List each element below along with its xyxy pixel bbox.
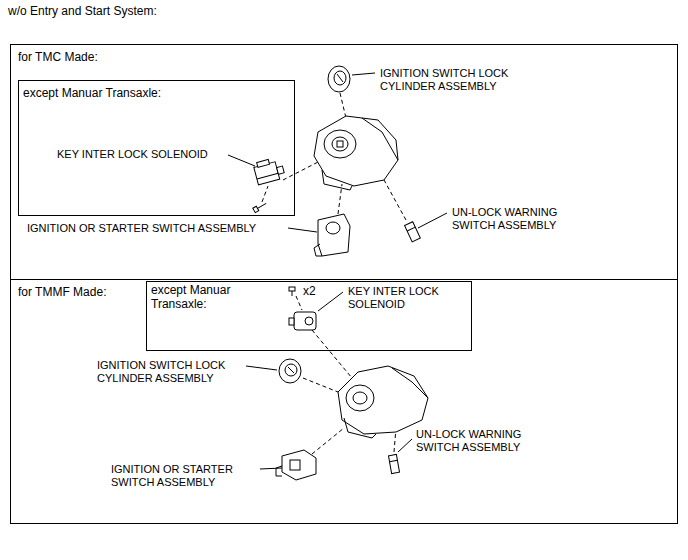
box-heading: except Manuar Transaxle: [23,86,161,100]
part-label: IGNITION OR STARTER SWITCH ASSEMBLY [111,463,256,489]
part-label: IGNITION SWITCH LOCK CYLINDER ASSEMBLY [97,359,247,385]
box-heading: for TMC Made: [18,50,98,64]
diagram-title: w/o Entry and Start System: [8,4,157,18]
panel-box: for TMMF Made: except Manuar Transaxle: [10,279,678,524]
part-label: UN-LOCK WARNING SWITCH ASSEMBLY [416,428,541,454]
part-label: KEY INTER LOCK SOLENOID [57,148,208,161]
part-label: IGNITION OR STARTER SWITCH ASSEMBLY [27,222,256,235]
quantity-label: x2 [303,285,316,298]
part-label: KEY INTER LOCK SOLENOID [348,285,463,311]
part-label: UN-LOCK WARNING SWITCH ASSEMBLY [452,206,577,232]
box-heading: except Manuar Transaxle: [151,283,251,311]
box-heading: for TMMF Made: [18,285,106,299]
panel-box: for TMC Made: except Manuar Transaxle: [10,44,678,280]
part-label: IGNITION SWITCH LOCK CYLINDER ASSEMBLY [380,67,530,93]
